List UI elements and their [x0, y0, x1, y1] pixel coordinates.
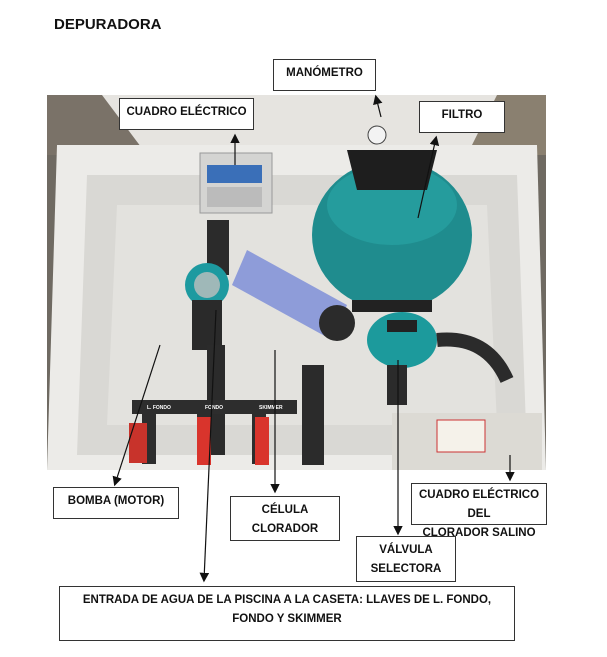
photo-label-skimmer: SKIMMER [259, 405, 283, 411]
label-cuadro-electrico: CUADRO ELÉCTRICO [119, 98, 254, 130]
label-text: MANÓMETRO [286, 67, 363, 79]
arrow-bomba [112, 344, 161, 487]
label-valvula-selectora: VÁLVULA SELECTORA [356, 536, 456, 582]
label-text: VÁLVULA [379, 544, 433, 556]
page-title: DEPURADORA [54, 16, 162, 33]
label-celula-clorador: CÉLULA CLORADOR [230, 496, 340, 541]
label-text: CUADRO ELÉCTRICO [126, 106, 247, 118]
label-filtro: FILTRO [419, 101, 505, 133]
label-text: BOMBA (MOTOR) [67, 495, 165, 507]
label-text: CUADRO ELÉCTRICO DEL [418, 489, 540, 520]
label-manometro: MANÓMETRO [273, 59, 376, 91]
arrow-manometro [373, 94, 383, 118]
label-bomba: BOMBA (MOTOR) [53, 487, 179, 519]
photo-label-fondo: FONDO [205, 405, 223, 411]
arrow-entrada [199, 309, 217, 583]
label-cuadro-electrico-clorador-salino: CUADRO ELÉCTRICO DEL CLORADOR SALINO [411, 483, 547, 539]
label-text: CÉLULA [261, 504, 309, 516]
label-entrada-agua: ENTRADA DE AGUA DE LA PISCINA A LA CASET… [59, 586, 515, 641]
photo-label-l-fondo: L. FONDO [147, 405, 171, 411]
label-text: FILTRO [441, 109, 483, 121]
label-text: CLORADOR [251, 523, 319, 535]
label-text: ENTRADA DE AGUA DE LA PISCINA A LA CASET… [82, 594, 492, 606]
label-text: SELECTORA [370, 563, 442, 575]
label-text: FONDO Y SKIMMER [232, 613, 342, 625]
arrow-filtro [417, 135, 440, 219]
